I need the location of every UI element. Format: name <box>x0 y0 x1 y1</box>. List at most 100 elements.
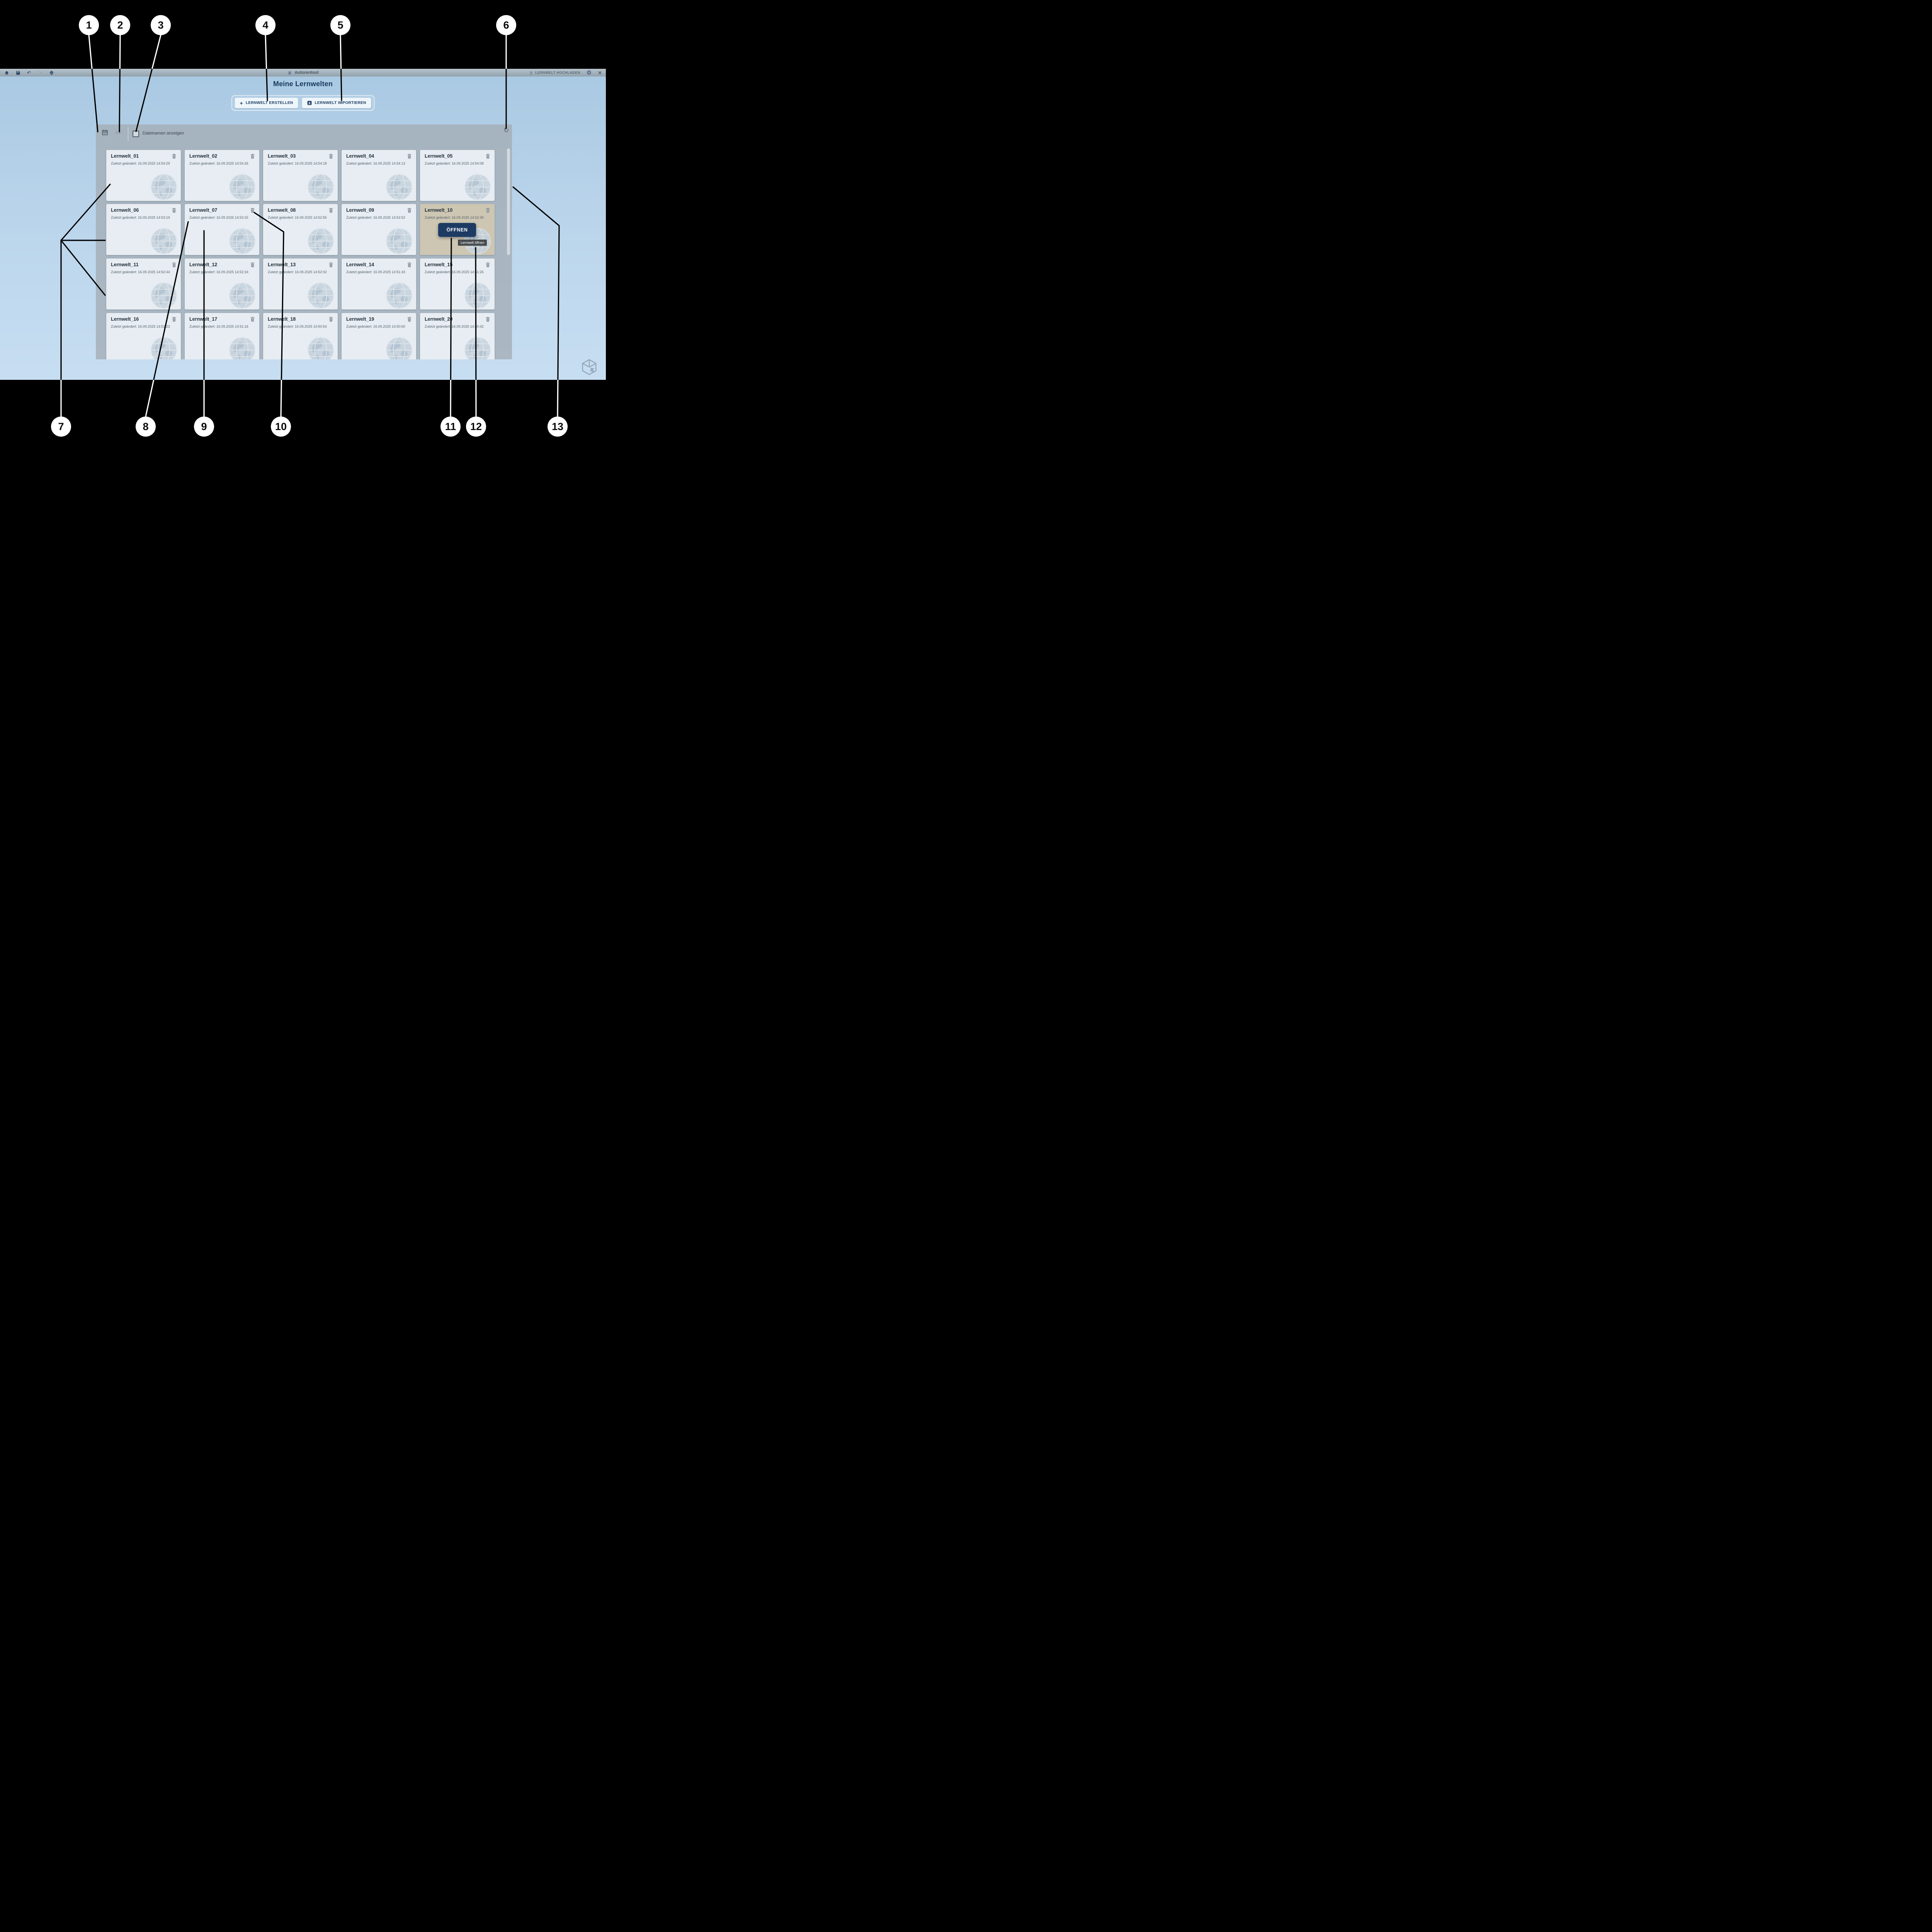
redo-icon[interactable]: ↷ <box>38 70 43 76</box>
lernwelt-card[interactable]: Lernwelt_12 Zuletzt geändert: 16.09.2025… <box>185 259 259 310</box>
lernwelt-card[interactable]: Lernwelt_17 Zuletzt geändert: 16.09.2025… <box>185 313 259 359</box>
home-icon[interactable] <box>4 70 9 75</box>
card-title: Lernwelt_06 <box>111 207 139 213</box>
delete-icon[interactable] <box>406 316 412 322</box>
titlebar-left-tools: ↶ ↷ <box>4 69 54 77</box>
lernwelt-card[interactable]: Lernwelt_06 Zuletzt geändert: 16.09.2025… <box>106 204 181 255</box>
lernwelt-card[interactable]: Lernwelt_01 Zuletzt geändert: 16.09.2025… <box>106 150 181 201</box>
globe-icon <box>150 282 177 309</box>
globe-icon <box>229 337 256 359</box>
card-title: Lernwelt_05 <box>425 153 453 159</box>
cube-watermark-icon <box>580 358 598 378</box>
callout-13: 13 <box>548 417 568 437</box>
delete-icon[interactable] <box>485 153 491 159</box>
delete-icon[interactable] <box>171 316 177 322</box>
print-icon[interactable] <box>49 70 54 75</box>
callout-12: 12 <box>466 417 486 437</box>
import-lernwelt-button[interactable]: LERNWELT IMPORTIEREN <box>302 98 371 108</box>
lernwelt-card[interactable]: Lernwelt_19 Zuletzt geändert: 16.09.2025… <box>342 313 416 359</box>
card-title: Lernwelt_18 <box>268 316 296 322</box>
globe-icon <box>464 282 491 309</box>
sort-by-date-icon[interactable] <box>101 129 109 138</box>
card-modified-date: Zuletzt geändert: 16.09.2025 14:54:29 <box>111 162 170 165</box>
lernwelt-card[interactable]: Lernwelt_10 Zuletzt geändert: 16.09.2025… <box>420 204 495 255</box>
lernwelt-card[interactable]: Lernwelt_14 Zuletzt geändert: 16.09.2025… <box>342 259 416 310</box>
upload-icon <box>529 71 533 75</box>
card-modified-date: Zuletzt geändert: 16.09.2025 14:52:44 <box>111 270 170 274</box>
create-lernwelt-button[interactable]: + LERNWELT ERSTELLEN <box>235 98 298 108</box>
card-modified-date: Zuletzt geändert: 16.09.2025 14:52:24 <box>189 270 248 274</box>
globe-icon <box>229 173 256 201</box>
delete-icon[interactable] <box>250 207 255 213</box>
delete-icon[interactable] <box>171 207 177 213</box>
delete-icon[interactable] <box>328 207 334 213</box>
settings-gear-icon[interactable]: ⚙ <box>586 69 592 76</box>
delete-icon[interactable] <box>485 207 491 213</box>
delete-icon[interactable] <box>171 153 177 159</box>
globe-icon <box>307 228 334 255</box>
callout-4: 4 <box>255 15 276 35</box>
card-title: Lernwelt_17 <box>189 316 218 322</box>
callout-6: 6 <box>496 15 516 35</box>
lernwelt-card[interactable]: Lernwelt_03 Zuletzt geändert: 16.09.2025… <box>263 150 338 201</box>
save-icon[interactable] <box>15 70 20 75</box>
lernwelt-card[interactable]: Lernwelt_11 Zuletzt geändert: 16.09.2025… <box>106 259 181 310</box>
lernwelt-card[interactable]: Lernwelt_08 Zuletzt geändert: 16.09.2025… <box>263 204 338 255</box>
create-lernwelt-label: LERNWELT ERSTELLEN <box>246 101 293 105</box>
delete-icon[interactable] <box>171 262 177 268</box>
globe-icon <box>386 228 413 255</box>
delete-icon[interactable] <box>250 316 255 322</box>
card-modified-date: Zuletzt geändert: 16.09.2025 14:50:42 <box>425 325 484 328</box>
show-filenames-checkbox[interactable] <box>133 131 139 137</box>
globe-icon <box>386 173 413 201</box>
card-modified-date: Zuletzt geändert: 16.09.2025 14:52:52 <box>346 216 405 219</box>
delete-icon[interactable] <box>406 262 412 268</box>
card-title: Lernwelt_12 <box>189 262 218 267</box>
globe-icon <box>229 228 256 255</box>
app-window: ↶ ↷ Autorentool LERNWELT HOCHLADEN <box>0 69 606 380</box>
sort-az-label: AZ <box>115 131 121 135</box>
sort-alphabetical-icon[interactable]: AZ ↓ <box>115 131 123 135</box>
lernwelt-card[interactable]: Lernwelt_02 Zuletzt geändert: 16.09.2025… <box>185 150 259 201</box>
globe-icon <box>307 173 334 201</box>
refresh-icon[interactable]: ↻ <box>503 127 509 134</box>
card-title: Lernwelt_13 <box>268 262 296 267</box>
globe-icon <box>307 282 334 309</box>
lernwelt-card[interactable]: Lernwelt_13 Zuletzt geändert: 16.09.2025… <box>263 259 338 310</box>
card-title: Lernwelt_01 <box>111 153 139 159</box>
globe-icon <box>150 228 177 255</box>
lernwelt-card[interactable]: Lernwelt_20 Zuletzt geändert: 16.09.2025… <box>420 313 495 359</box>
card-title: Lernwelt_03 <box>268 153 296 159</box>
delete-icon[interactable] <box>485 262 491 268</box>
lernwelt-card[interactable]: Lernwelt_04 Zuletzt geändert: 16.09.2025… <box>342 150 416 201</box>
delete-icon[interactable] <box>485 316 491 322</box>
lernwelt-card[interactable]: Lernwelt_15 Zuletzt geändert: 16.09.2025… <box>420 259 495 310</box>
delete-icon[interactable] <box>406 153 412 159</box>
card-modified-date: Zuletzt geändert: 16.09.2025 14:52:55 <box>268 216 327 219</box>
card-modified-date: Zuletzt geändert: 16.09.2025 14:51:26 <box>425 270 484 274</box>
callout-7: 7 <box>51 417 71 437</box>
open-button[interactable]: ÖFFNEN <box>438 223 476 237</box>
undo-icon[interactable]: ↶ <box>27 70 31 76</box>
delete-icon[interactable] <box>328 262 334 268</box>
callout-8: 8 <box>136 417 156 437</box>
delete-icon[interactable] <box>328 153 334 159</box>
lernwelt-card[interactable]: Lernwelt_16 Zuletzt geändert: 16.09.2025… <box>106 313 181 359</box>
delete-icon[interactable] <box>406 207 412 213</box>
card-modified-date: Zuletzt geändert: 16.09.2025 14:51:16 <box>189 325 248 328</box>
close-icon[interactable]: ✕ <box>598 70 602 76</box>
delete-icon[interactable] <box>250 262 255 268</box>
import-lernwelt-label: LERNWELT IMPORTIEREN <box>315 101 366 105</box>
lernwelt-card[interactable]: Lernwelt_09 Zuletzt geändert: 16.09.2025… <box>342 204 416 255</box>
globe-icon <box>150 337 177 359</box>
delete-icon[interactable] <box>328 316 334 322</box>
scrollbar[interactable] <box>507 148 510 255</box>
upload-lernwelt-button[interactable]: LERNWELT HOCHLADEN <box>529 71 580 75</box>
action-button-group: + LERNWELT ERSTELLEN LERNWELT IMPORTIERE… <box>231 95 375 111</box>
lernwelt-card[interactable]: Lernwelt_07 Zuletzt geändert: 16.09.2025… <box>185 204 259 255</box>
lernwelt-card[interactable]: Lernwelt_18 Zuletzt geändert: 16.09.2025… <box>263 313 338 359</box>
globe-icon <box>307 337 334 359</box>
lernwelt-card[interactable]: Lernwelt_05 Zuletzt geändert: 16.09.2025… <box>420 150 495 201</box>
delete-icon[interactable] <box>250 153 255 159</box>
card-title: Lernwelt_20 <box>425 316 453 322</box>
